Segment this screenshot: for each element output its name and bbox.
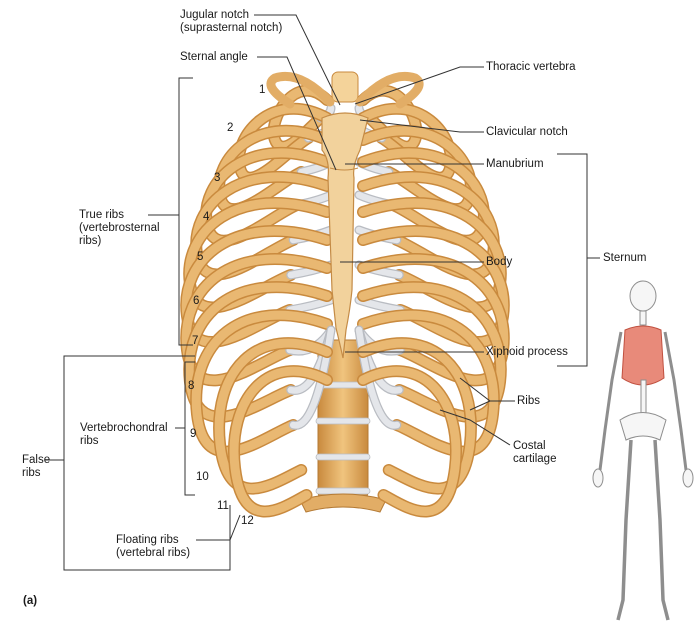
highlighted-rib-cage (622, 326, 664, 385)
false-ribs-label: False ribs (22, 454, 50, 480)
rib-number-2: 2 (227, 122, 233, 134)
costal-cartilage-label: Costal cartilage (513, 440, 556, 466)
pelvis (620, 413, 666, 441)
xiphoid-process-label: Xiphoid process (486, 346, 568, 359)
left-leg (618, 440, 631, 620)
rib-number-1: 1 (259, 84, 265, 96)
left-arm (600, 332, 621, 470)
rib-number-5: 5 (197, 251, 203, 263)
rib-number-10: 10 (196, 471, 209, 483)
right-leg (655, 440, 668, 620)
panel-label: (a) (23, 595, 37, 608)
rib-number-8: 8 (188, 380, 194, 392)
mini-skeleton (593, 281, 693, 620)
skull (630, 281, 656, 311)
rib-number-11: 11 (217, 500, 229, 512)
manubrium-label: Manubrium (486, 158, 544, 171)
vertebrochondral-ribs-label: Vertebrochondral ribs (80, 422, 168, 448)
body-label: Body (486, 256, 512, 269)
rib-number-7: 7 (192, 335, 198, 347)
rib-number-6: 6 (193, 295, 199, 307)
right-hand (683, 469, 693, 487)
true-ribs-label: True ribs (vertebrosternal ribs) (79, 209, 160, 248)
floating-ribs-label: Floating ribs (vertebral ribs) (116, 534, 190, 560)
left-hand (593, 469, 603, 487)
sternum-label: Sternum (603, 252, 646, 265)
clavicular-notch-label: Clavicular notch (486, 126, 568, 139)
rib-number-9: 9 (190, 428, 196, 440)
rib-number-4: 4 (203, 211, 209, 223)
ribs-label: Ribs (517, 395, 540, 408)
neck (640, 311, 646, 325)
jugular-notch-label: Jugular notch (suprasternal notch) (180, 9, 282, 35)
thoracic-vertebra-label: Thoracic vertebra (486, 61, 575, 74)
rib-number-3: 3 (214, 172, 220, 184)
right-arm (665, 332, 686, 470)
rib-number-12: 12 (241, 515, 254, 527)
sternal-angle-label: Sternal angle (180, 51, 248, 64)
